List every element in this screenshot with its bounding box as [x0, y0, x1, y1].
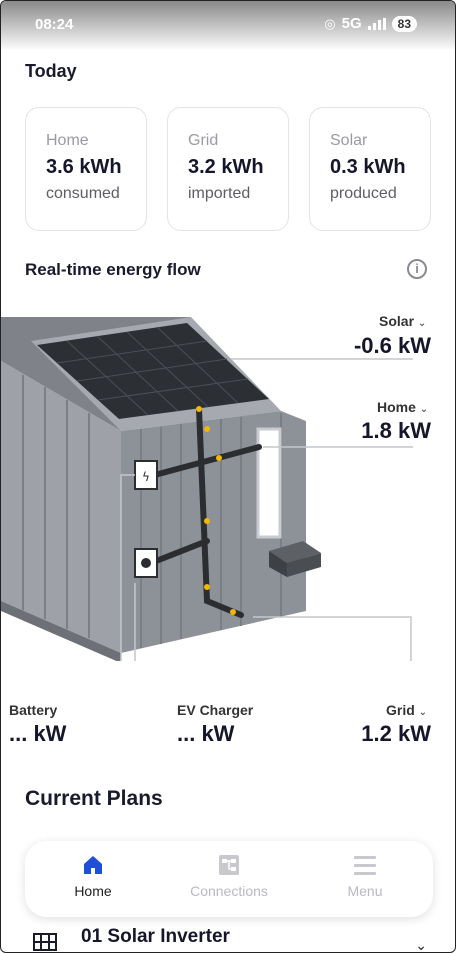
status-time: 08:24: [35, 16, 74, 33]
current-plans-title: Current Plans: [25, 787, 163, 810]
home-flow-label[interactable]: Home ⌄: [377, 399, 428, 415]
ev-charger-flow-label[interactable]: EV Charger: [177, 702, 254, 718]
grid-flow-label[interactable]: Grid ⌄: [386, 702, 427, 718]
card-label: Solar: [330, 132, 368, 149]
house-illustration: ϟ: [1, 317, 413, 661]
card-solar[interactable]: Solar 0.3 kWh produced: [309, 107, 431, 231]
card-sub: produced: [330, 185, 397, 202]
status-bar: 08:24 ◎ 5G 83: [1, 1, 455, 49]
nav-menu[interactable]: Menu: [297, 841, 433, 917]
solar-panel-icon: [33, 933, 57, 951]
card-sub: consumed: [46, 185, 120, 202]
nav-connections[interactable]: Connections: [161, 841, 297, 917]
chevron-down-icon: ⌄: [417, 318, 427, 329]
nav-connections-label: Connections: [190, 883, 268, 899]
menu-icon: [354, 856, 376, 875]
card-home[interactable]: Home 3.6 kWh consumed: [25, 107, 147, 231]
chevron-down-icon[interactable]: ⌄: [415, 937, 427, 953]
home-label-text: Home: [377, 399, 416, 415]
card-label: Grid: [188, 132, 219, 149]
chevron-down-icon: ⌄: [418, 707, 428, 718]
card-value: 3.2 kWh: [188, 156, 264, 178]
card-label: Home: [46, 132, 89, 149]
card-value: 3.6 kWh: [46, 156, 122, 178]
home-flow-value: 1.8 kW: [361, 418, 431, 443]
solar-flow-value: -0.6 kW: [353, 333, 431, 358]
home-icon: [84, 856, 102, 874]
card-value: 0.3 kWh: [330, 156, 406, 178]
ev-charger-flow-value: ... kW: [177, 721, 235, 746]
battery-flow-value: ... kW: [9, 721, 67, 746]
solar-flow-label[interactable]: Solar ⌄: [379, 313, 426, 329]
today-cards: Home 3.6 kWh consumed Grid 3.2 kWh impor…: [25, 107, 431, 231]
bottom-nav: Home Connections Menu: [25, 841, 433, 917]
signal-icon: [367, 17, 386, 30]
card-grid[interactable]: Grid 3.2 kWh imported: [167, 107, 289, 231]
grid-label-text: Grid: [386, 702, 415, 718]
energy-flow-title: Real-time energy flow: [25, 260, 201, 279]
chevron-down-icon: ⌄: [419, 404, 429, 415]
hotspot-icon: ◎: [324, 15, 336, 31]
nav-menu-label: Menu: [347, 883, 383, 899]
card-sub: imported: [188, 185, 251, 202]
today-title: Today: [25, 61, 77, 81]
battery-flow-label[interactable]: Battery: [9, 702, 58, 718]
battery-level: 83: [391, 15, 417, 32]
info-icon[interactable]: i: [407, 259, 427, 279]
grid-flow-value: 1.2 kW: [361, 721, 431, 746]
connections-icon: [219, 855, 239, 875]
network-type: 5G: [341, 15, 362, 32]
plan-item-label: 01 Solar Inverter: [81, 926, 230, 947]
status-icons: ◎ 5G 83: [324, 15, 417, 32]
plan-item[interactable]: 01 Solar Inverter ⌄: [1, 923, 455, 953]
solar-label-text: Solar: [379, 313, 415, 329]
nav-home[interactable]: Home: [25, 841, 161, 917]
svg-text:ϟ: ϟ: [142, 470, 150, 484]
nav-home-label: Home: [74, 883, 112, 899]
